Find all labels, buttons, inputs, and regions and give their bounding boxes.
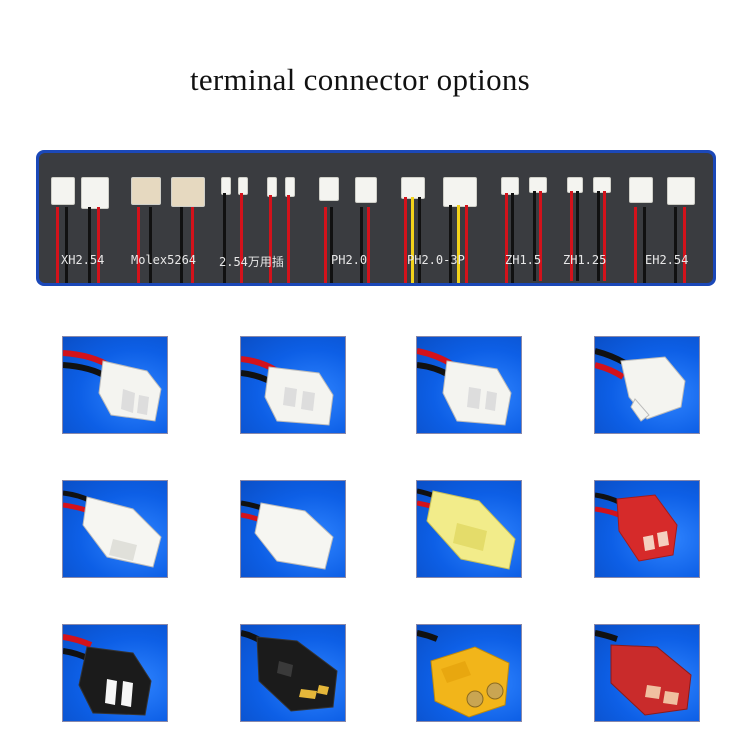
- label-xh254: XH2.54: [61, 253, 105, 267]
- banner-inner: XH2.54 Molex5264 2.54万用插 PH2.0 PH2.0-3P …: [39, 153, 713, 283]
- label-molex5264: Molex5264: [131, 253, 197, 267]
- label-ph20: PH2.0: [331, 253, 368, 267]
- connector-banner: XH2.54 Molex5264 2.54万用插 PH2.0 PH2.0-3P …: [36, 150, 716, 286]
- label-zh15: ZH1.5: [505, 253, 542, 267]
- connector-tile-red-jst-syp: [594, 480, 700, 578]
- connector-tile-white-2pin-xh: [62, 336, 168, 434]
- connector-tile-white-housing-plain: [240, 480, 346, 578]
- connector-tile-red-deans-t: [594, 624, 700, 722]
- page-title: terminal connector options: [189, 62, 531, 97]
- connector-tile-white-housing-long: [62, 480, 168, 578]
- label-dupont254: 2.54万用插: [219, 255, 284, 269]
- connector-tile-white-2pin-hook: [594, 336, 700, 434]
- connector-tile-yellow-xt60: [416, 624, 522, 722]
- connector-tile-white-2pin-vh: [416, 336, 522, 434]
- connector-tile-black-sm: [62, 624, 168, 722]
- connector-tile-black-traxxas: [240, 624, 346, 722]
- connector-tile-white-2pin-latch: [240, 336, 346, 434]
- connector-tile-yellow-tamiya: [416, 480, 522, 578]
- label-ph20-3p: PH2.0-3P: [407, 253, 465, 267]
- label-zh125: ZH1.25: [563, 253, 607, 267]
- label-eh254: EH2.54: [645, 253, 689, 267]
